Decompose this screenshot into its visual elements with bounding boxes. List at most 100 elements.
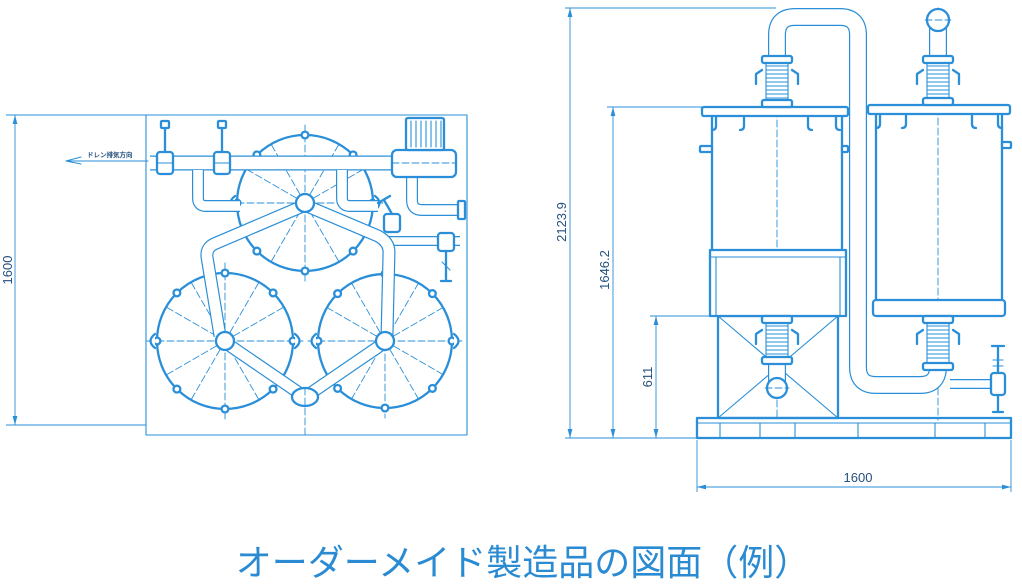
vessel-bottom-left <box>146 262 304 420</box>
arrowhead-top <box>653 316 659 325</box>
base-channel <box>695 416 1013 440</box>
coupling-flange-bottom <box>760 98 794 109</box>
transfer-pipe <box>768 8 947 394</box>
lid-clamp <box>806 114 814 132</box>
coupling-right-bottom <box>915 314 961 372</box>
valve-yoke <box>992 359 1004 367</box>
pump-motor-unit <box>390 116 458 179</box>
support-lug <box>452 332 460 350</box>
valve-spindle <box>382 198 394 216</box>
valve-handwheel <box>216 119 228 130</box>
bolt <box>427 289 437 299</box>
radial-line <box>351 282 386 342</box>
pump-outlet-pipe <box>406 176 460 216</box>
support-lug <box>293 332 301 350</box>
bolt <box>268 288 278 298</box>
diagonal-pipe-right <box>304 200 396 337</box>
lid-clamp <box>970 112 978 130</box>
frame-height-label: 611 <box>640 367 655 388</box>
pipe-bore <box>193 170 240 211</box>
tank-bottom-flange <box>871 298 1007 318</box>
radial-line <box>224 281 260 342</box>
lid-clamp <box>710 114 718 132</box>
pipe-bore <box>305 338 387 400</box>
tank-top-flange <box>866 103 1012 116</box>
bolt <box>300 266 310 276</box>
hub-top <box>294 192 316 214</box>
radial-line <box>326 307 386 342</box>
bolt <box>300 130 310 140</box>
arrowhead-top <box>567 8 573 17</box>
v-pipe-left <box>222 337 306 401</box>
coupling-flange-top <box>760 54 794 65</box>
bolt <box>268 384 278 394</box>
branch-pipe-middle <box>336 170 378 212</box>
arrowhead-top <box>12 115 18 124</box>
radial-line <box>245 168 306 204</box>
valve-3 <box>376 194 402 234</box>
pipe-wall <box>192 170 240 212</box>
coupling-flange-bottom <box>921 361 955 372</box>
motor-body <box>404 116 446 152</box>
coupling-left-top <box>754 54 800 109</box>
bolt <box>172 288 182 298</box>
pipe-wall <box>336 170 378 212</box>
bolt <box>252 246 262 256</box>
valve-body <box>436 231 456 253</box>
support-lug <box>149 332 157 350</box>
coupling-flange-bottom <box>760 355 794 366</box>
coupling-flange-top <box>760 314 794 325</box>
bolt <box>348 246 358 256</box>
arrowhead-bottom <box>610 429 616 438</box>
tank-height-dimension: 1646.2 <box>597 106 702 438</box>
total-height-label: 2123.9 <box>554 202 569 242</box>
lid-clamp <box>874 112 882 130</box>
radial-line <box>384 340 444 375</box>
pipe-bore <box>769 9 946 393</box>
arrowhead-bottom <box>12 416 18 425</box>
side-bracket <box>840 144 850 154</box>
technical-drawing: 1600 ドレン排気方向 <box>0 7 1013 492</box>
bolt <box>333 289 343 299</box>
plan-outline <box>145 114 468 436</box>
coupling-flange-top <box>921 54 955 65</box>
coupling-left-bottom <box>754 314 800 366</box>
coupling-clamp-left <box>754 68 764 86</box>
coupling-clamp-left <box>754 328 764 346</box>
radial-line <box>384 340 419 400</box>
hub-bottom-right <box>374 330 396 352</box>
lid-clamp <box>738 114 746 132</box>
valve-1 <box>155 119 175 176</box>
arrowhead-right <box>1002 484 1011 490</box>
valve-4 <box>436 231 456 283</box>
base-frame <box>695 416 1013 440</box>
outlet-valve <box>989 344 1007 414</box>
arrowhead-top <box>610 107 616 116</box>
right-tank <box>866 7 1013 421</box>
total-height-dimension: 2123.9 <box>554 7 776 439</box>
tank-top-flange <box>700 105 850 118</box>
plan-width-dimension: 1600 <box>0 114 146 426</box>
radial-line <box>384 307 444 342</box>
v-pipe-right <box>304 337 388 401</box>
drain-direction-label: ドレン排気方向 <box>87 150 133 159</box>
radial-line <box>304 143 340 204</box>
lid-clamp <box>900 112 908 130</box>
arrowhead-bottom <box>567 429 573 438</box>
arrowhead-left <box>697 484 706 490</box>
pipe-bore <box>201 201 306 337</box>
lower-housing <box>708 248 848 318</box>
left-tank <box>698 39 850 421</box>
pipe-bore <box>407 176 460 215</box>
plan-width-label: 1600 <box>0 256 15 285</box>
pipe-bore <box>223 338 305 400</box>
lid-clamp <box>834 114 842 132</box>
radial-line <box>190 340 226 401</box>
bolt <box>333 383 343 393</box>
coupling-clamp-right <box>951 68 961 86</box>
coupling-clamp-left <box>915 328 925 346</box>
side-bracket <box>698 144 714 154</box>
valve-handle <box>376 194 392 205</box>
coupling-body <box>765 321 789 359</box>
